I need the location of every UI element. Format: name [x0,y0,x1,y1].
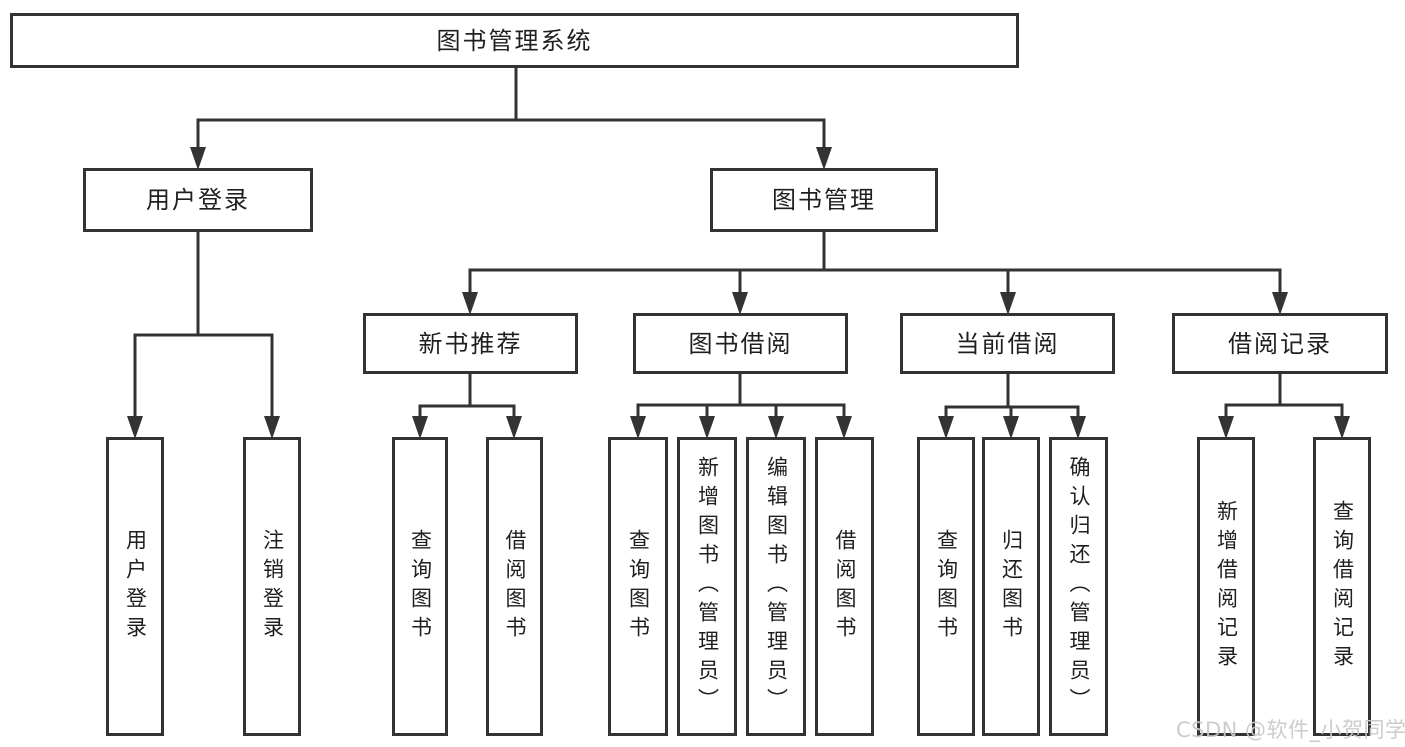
leaf-confirm-return-admin: 确认归还（管理员） [1049,437,1108,736]
leaf-borrowing-query-books-label: 查询图书 [626,528,651,645]
leaf-add-books-admin-label: 新增图书（管理员） [695,456,720,717]
node-new-book-recommendation: 新书推荐 [363,313,578,374]
node-current-borrowing: 当前借阅 [900,313,1115,374]
leaf-current-query-books: 查询图书 [917,437,975,736]
leaf-add-borrow-record-label: 新增借阅记录 [1214,499,1239,674]
leaf-recommend-borrow-books-label: 借阅图书 [503,528,527,645]
watermark-csdn: CSDN @软件_小贺同学 [1176,718,1405,742]
node-book-management: 图书管理 [710,168,938,232]
leaf-logout-login-label: 注销登录 [260,528,285,645]
leaf-borrowing-borrow-books-label: 借阅图书 [833,528,857,645]
node-library-management-system: 图书管理系统 [10,13,1019,68]
leaf-user-login: 用户登录 [106,437,164,736]
leaf-return-books-label: 归还图书 [999,528,1024,645]
node-borrowing-records-label: 借阅记录 [1228,329,1332,358]
leaf-confirm-return-admin-label: 确认归还（管理员） [1067,456,1091,717]
leaf-user-login-label: 用户登录 [123,528,148,645]
node-user-login-label: 用户登录 [146,186,250,214]
leaf-edit-books-admin: 编辑图书（管理员） [746,437,806,736]
leaf-query-borrow-record: 查询借阅记录 [1313,437,1371,736]
leaf-logout-login: 注销登录 [243,437,301,736]
node-current-borrowing-label: 当前借阅 [955,329,1060,358]
node-book-borrowing-label: 图书借阅 [688,329,793,358]
leaf-add-borrow-record: 新增借阅记录 [1197,437,1255,736]
leaf-recommend-query-books-label: 查询图书 [408,528,433,645]
leaf-edit-books-admin-label: 编辑图书（管理员） [764,456,789,717]
leaf-recommend-borrow-books: 借阅图书 [486,437,543,736]
leaf-recommend-query-books: 查询图书 [392,437,448,736]
leaf-add-books-admin: 新增图书（管理员） [677,437,737,736]
node-book-borrowing: 图书借阅 [633,313,848,374]
node-new-book-recommendation-label: 新书推荐 [418,329,523,358]
node-user-login: 用户登录 [83,168,313,232]
leaf-borrowing-borrow-books: 借阅图书 [815,437,874,736]
leaf-borrowing-query-books: 查询图书 [608,437,668,736]
node-book-management-label: 图书管理 [772,186,876,214]
node-borrowing-records: 借阅记录 [1172,313,1388,374]
leaf-query-borrow-record-label: 查询借阅记录 [1330,499,1355,674]
leaf-return-books: 归还图书 [982,437,1040,736]
node-library-management-system-label: 图书管理系统 [436,26,593,55]
leaf-current-query-books-label: 查询图书 [934,528,959,645]
